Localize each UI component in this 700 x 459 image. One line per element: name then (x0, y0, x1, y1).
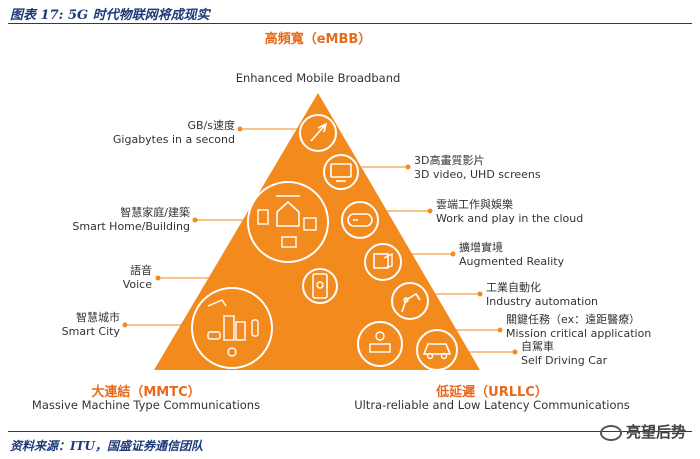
label-smart-home: 智慧家庭/建築 Smart Home/Building (72, 206, 190, 234)
source-note: 资料来源：ITU，国盛证券通信团队 (10, 439, 204, 453)
tv-screen-icon (323, 154, 359, 190)
label-zh: 3D高畫質影片 (414, 154, 485, 167)
label-en: Self Driving Car (521, 354, 608, 367)
label-en: 3D video, UHD screens (414, 168, 541, 181)
car-icon (416, 329, 458, 371)
label-zh: 擴增實境 (459, 241, 503, 254)
label-en: Augmented Reality (459, 255, 565, 268)
label-en: Gigabytes in a second (112, 133, 235, 146)
label-en: Voice (122, 278, 152, 291)
watermark-text: 亮望后势 (625, 423, 686, 441)
label-3d-video: 3D高畫質影片 3D video, UHD screens (414, 154, 541, 182)
pyramid-triangle (154, 93, 480, 370)
rocket-icon (299, 114, 337, 152)
label-self-driving: 自駕車 Self Driving Car (521, 340, 607, 368)
mmtc-subtitle: Massive Machine Type Communications (31, 398, 261, 412)
label-zh: 智慧城市 (76, 311, 120, 324)
label-zh: 語音 (130, 264, 152, 277)
label-zh: 雲端工作與娛樂 (436, 198, 513, 211)
watermark: 亮望后势 (599, 421, 686, 442)
remote-medical-icon (357, 321, 403, 367)
label-en: Work and play in the cloud (436, 212, 584, 225)
figure-title: 图表 17: 5G 时代物联网将成现实 (10, 8, 210, 23)
wechat-logo-icon (599, 424, 622, 441)
robot-arm-icon (391, 282, 429, 320)
bottom-rule (8, 431, 692, 432)
mmtc-title: 大連結（MMTC） (91, 385, 201, 400)
label-cloud-work: 雲端工作與娛樂 Work and play in the cloud (436, 198, 583, 226)
label-zh: 智慧家庭/建築 (120, 206, 190, 219)
voice-phone-icon (302, 268, 338, 304)
gamepad-icon (341, 201, 379, 239)
embb-title: 高頻寬（eMBB） (264, 32, 372, 47)
urllc-title: 低延遲（URLLC） (436, 385, 548, 400)
label-ar: 擴增實境 Augmented Reality (459, 241, 564, 269)
label-mission-critical: 關鍵任務（ex：遠距醫療） Mission critical applicati… (506, 313, 651, 341)
embb-subtitle: Enhanced Mobile Broadband (235, 71, 401, 85)
label-zh: 工業自動化 (486, 281, 541, 294)
ar-icon (364, 243, 402, 281)
label-zh: 自駕車 (521, 340, 554, 353)
label-en: Mission critical application (506, 327, 652, 340)
label-zh: GB/s速度 (187, 119, 235, 132)
label-smart-city: 智慧城市 Smart City (62, 311, 120, 339)
label-industry: 工業自動化 Industry automation (486, 281, 598, 309)
label-zh: 關鍵任務（ex：遠距醫療） (506, 313, 641, 326)
label-en: Smart City (61, 325, 120, 338)
smart-city-icon (191, 287, 273, 369)
label-en: Smart Home/Building (72, 220, 190, 233)
label-voice: 語音 Voice (123, 264, 152, 292)
label-en: Industry automation (486, 295, 599, 308)
label-gigabytes: GB/s速度 Gigabytes in a second (113, 119, 235, 147)
urllc-subtitle: Ultra-reliable and Low Latency Communica… (354, 398, 630, 412)
smart-home-icon (247, 181, 329, 263)
top-rule (8, 23, 692, 24)
